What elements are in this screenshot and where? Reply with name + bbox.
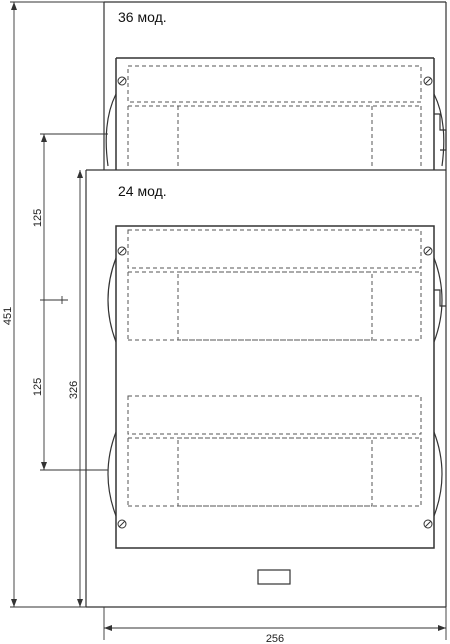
dim-total-height: 451 (2, 307, 14, 325)
dim-width: 256 (266, 633, 284, 644)
upper-door-frame (115, 57, 435, 170)
dimension-ticks (11, 2, 446, 631)
lower-hinges (107, 257, 443, 517)
enclosure-outline (85, 1, 447, 608)
upper-lock-notch (434, 113, 447, 151)
lower-lock-notch (434, 289, 446, 307)
upper-hinges (105, 93, 445, 167)
lower-screws (117, 246, 433, 529)
dim-spacing-top: 125 (32, 209, 44, 227)
label-plate (257, 569, 291, 585)
upper-module-rails (127, 65, 422, 168)
upper-module-label: 36 мод. (118, 9, 167, 25)
lower-module-label: 24 мод. (118, 183, 167, 199)
upper-screws (117, 76, 433, 86)
lower-module-rails (127, 229, 422, 507)
dimension-lines (10, 1, 447, 640)
dim-lower-height: 326 (68, 381, 80, 399)
dim-spacing-bottom: 125 (32, 378, 44, 396)
lower-door-frame (115, 225, 435, 549)
